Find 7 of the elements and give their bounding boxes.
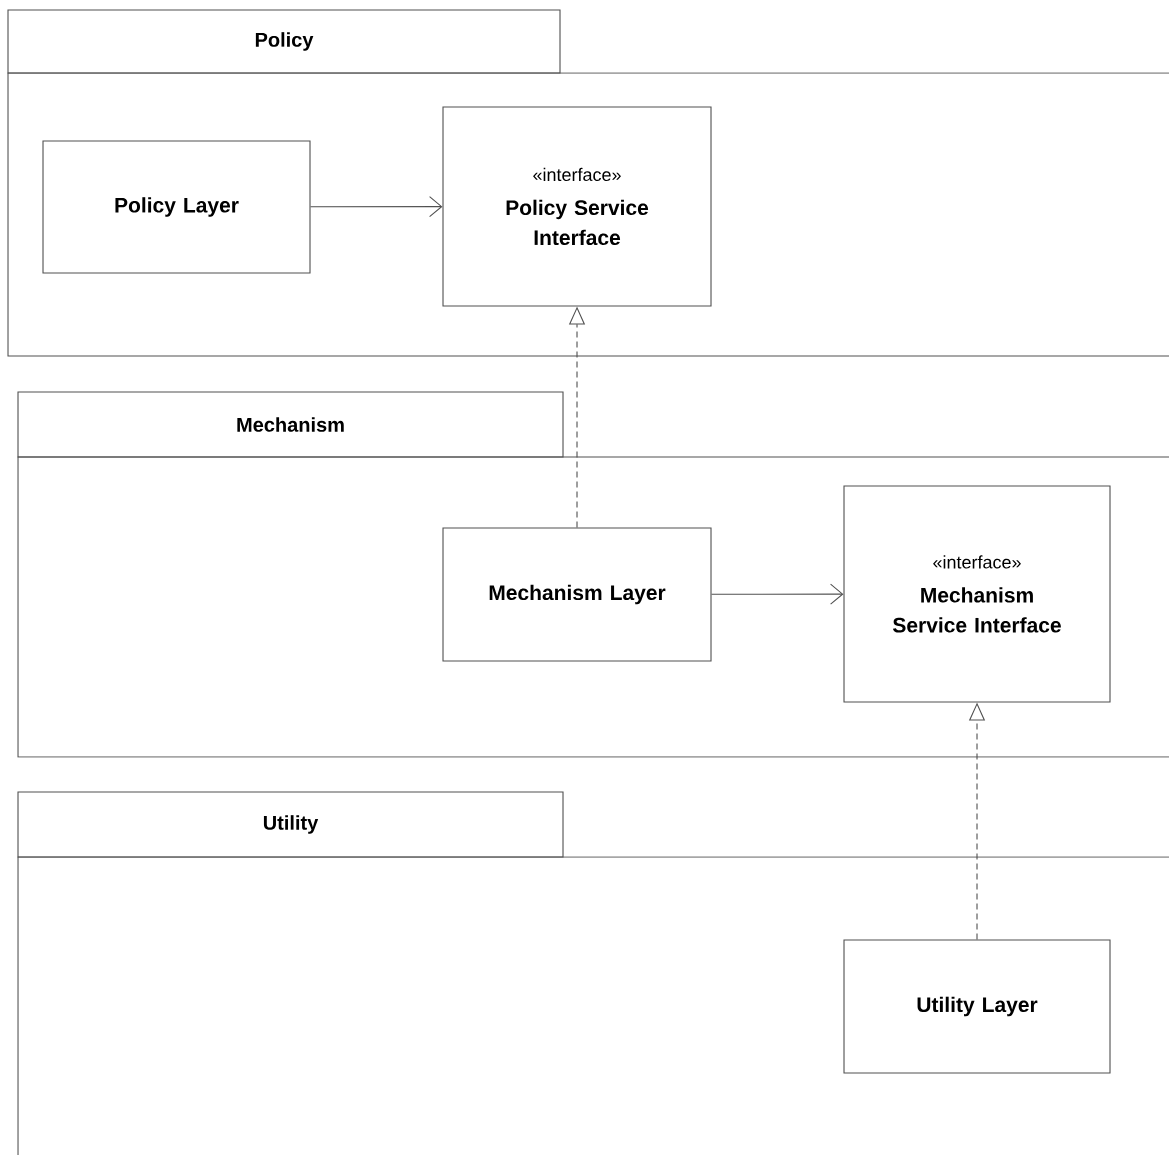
dependency-arrow	[310, 196, 443, 218]
class-box: Mechanism Layer	[442, 527, 712, 662]
interface-box: «interface» Mechanism Service Interface	[843, 485, 1111, 703]
dependency-arrow	[711, 583, 844, 605]
interface-box: «interface» Policy Service Interface	[442, 106, 712, 307]
class-box: Utility Layer	[843, 939, 1111, 1074]
class-box: Policy Layer	[42, 140, 311, 274]
